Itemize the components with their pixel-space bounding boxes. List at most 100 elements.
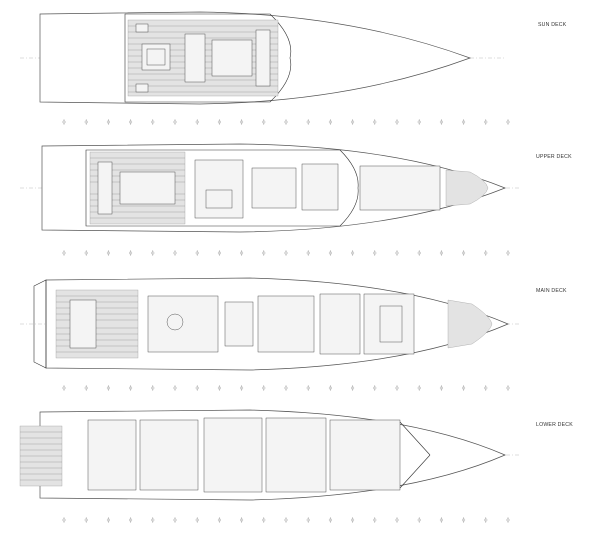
lower-deck-engine-room [139, 419, 199, 491]
frame-station-marker [217, 518, 221, 522]
frame-station-marker [306, 386, 310, 390]
frame-station-marker [395, 518, 399, 522]
upper-deck-bow-teak [445, 169, 489, 207]
main-deck-galley [257, 295, 315, 353]
frame-station-marker [84, 120, 88, 124]
frame-station-marker [173, 120, 177, 124]
frame-station-marker [351, 386, 355, 390]
lower-deck-platform-planking [20, 431, 62, 481]
frame-station-marker [129, 251, 133, 255]
frame-station-marker [240, 251, 244, 255]
frame-station-marker [173, 386, 177, 390]
main-deck-swim-platform [33, 279, 47, 369]
frame-station-marker [217, 251, 221, 255]
frame-station-marker [373, 386, 377, 390]
lower-deck-frame-marks [62, 517, 510, 523]
lower-deck-fore-bulkhead-1 [399, 421, 431, 456]
lower-deck-tender-garage [87, 419, 137, 491]
frame-station-marker [395, 120, 399, 124]
main-deck-planking [56, 295, 138, 353]
frame-station-marker [462, 386, 466, 390]
upper-deck-salon [194, 159, 244, 219]
frame-station-marker [262, 251, 266, 255]
frame-station-marker [439, 386, 443, 390]
frame-station-marker [351, 518, 355, 522]
frame-station-marker [328, 251, 332, 255]
frame-station-marker [84, 386, 88, 390]
sun-deck-plan: SUN DECK [20, 11, 567, 125]
sun-deck-frame-marks [62, 119, 510, 125]
main-deck-plan: MAIN DECK [20, 277, 567, 391]
upper-deck-skylounge [251, 167, 297, 209]
frame-station-marker [328, 386, 332, 390]
frame-station-marker [439, 120, 443, 124]
frame-station-marker [106, 251, 110, 255]
frame-station-marker [106, 386, 110, 390]
main-deck-aft-sofa [69, 299, 97, 349]
frame-station-marker [106, 518, 110, 522]
frame-station-marker [417, 120, 421, 124]
frame-station-marker [506, 120, 510, 124]
frame-station-marker [484, 386, 488, 390]
frame-station-marker [328, 518, 332, 522]
frame-station-marker [506, 251, 510, 255]
frame-station-marker [284, 518, 288, 522]
frame-station-marker [306, 251, 310, 255]
deck-label: SUN DECK [538, 22, 567, 28]
sun-deck-dining [211, 39, 253, 77]
frame-station-marker [62, 251, 66, 255]
frame-station-marker [306, 120, 310, 124]
frame-station-marker [151, 120, 155, 124]
frame-station-marker [417, 251, 421, 255]
main-deck-bow-teak [447, 299, 493, 349]
main-deck-dining [224, 301, 254, 347]
frame-station-marker [240, 518, 244, 522]
frame-station-marker [373, 518, 377, 522]
upper-deck-plan: UPPER DECK [20, 143, 572, 256]
frame-station-marker [506, 386, 510, 390]
upper-deck-dining-table [119, 171, 176, 205]
frame-station-marker [240, 120, 244, 124]
frame-station-marker [351, 120, 355, 124]
main-deck-guest-cabin [319, 293, 361, 355]
frame-station-marker [484, 120, 488, 124]
frame-station-marker [173, 518, 177, 522]
lower-deck-guest-cabins-mid [265, 417, 327, 493]
lower-deck-plan: LOWER DECK [19, 409, 573, 523]
sun-deck-bar [184, 33, 206, 83]
frame-station-marker [439, 518, 443, 522]
upper-deck-superstructure [85, 149, 359, 227]
main-deck-table [166, 313, 184, 331]
frame-station-marker [151, 386, 155, 390]
frame-station-marker [506, 518, 510, 522]
sun-deck-sofa [255, 29, 271, 87]
upper-deck-aft-sofa [97, 161, 113, 215]
frame-station-marker [462, 518, 466, 522]
frame-station-marker [217, 120, 221, 124]
frame-station-marker [284, 251, 288, 255]
frame-station-marker [417, 386, 421, 390]
lower-deck-crew-area [329, 419, 401, 491]
main-deck-owner-bed [379, 305, 403, 343]
frame-station-marker [484, 251, 488, 255]
upper-deck-coffee-table [205, 189, 233, 209]
frame-station-marker [462, 120, 466, 124]
frame-station-marker [262, 386, 266, 390]
frame-station-marker [262, 120, 266, 124]
frame-station-marker [284, 120, 288, 124]
frame-station-marker [195, 251, 199, 255]
frame-station-marker [195, 120, 199, 124]
frame-station-marker [129, 386, 133, 390]
deck-label: LOWER DECK [536, 422, 573, 428]
frame-station-marker [217, 386, 221, 390]
frame-station-marker [106, 120, 110, 124]
upper-deck-frame-marks [62, 250, 510, 256]
frame-station-marker [373, 251, 377, 255]
frame-station-marker [84, 251, 88, 255]
frame-station-marker [129, 518, 133, 522]
frame-station-marker [373, 120, 377, 124]
upper-deck-fore-lounge [359, 165, 441, 211]
sun-deck-superstructure [124, 13, 292, 103]
frame-station-marker [439, 251, 443, 255]
